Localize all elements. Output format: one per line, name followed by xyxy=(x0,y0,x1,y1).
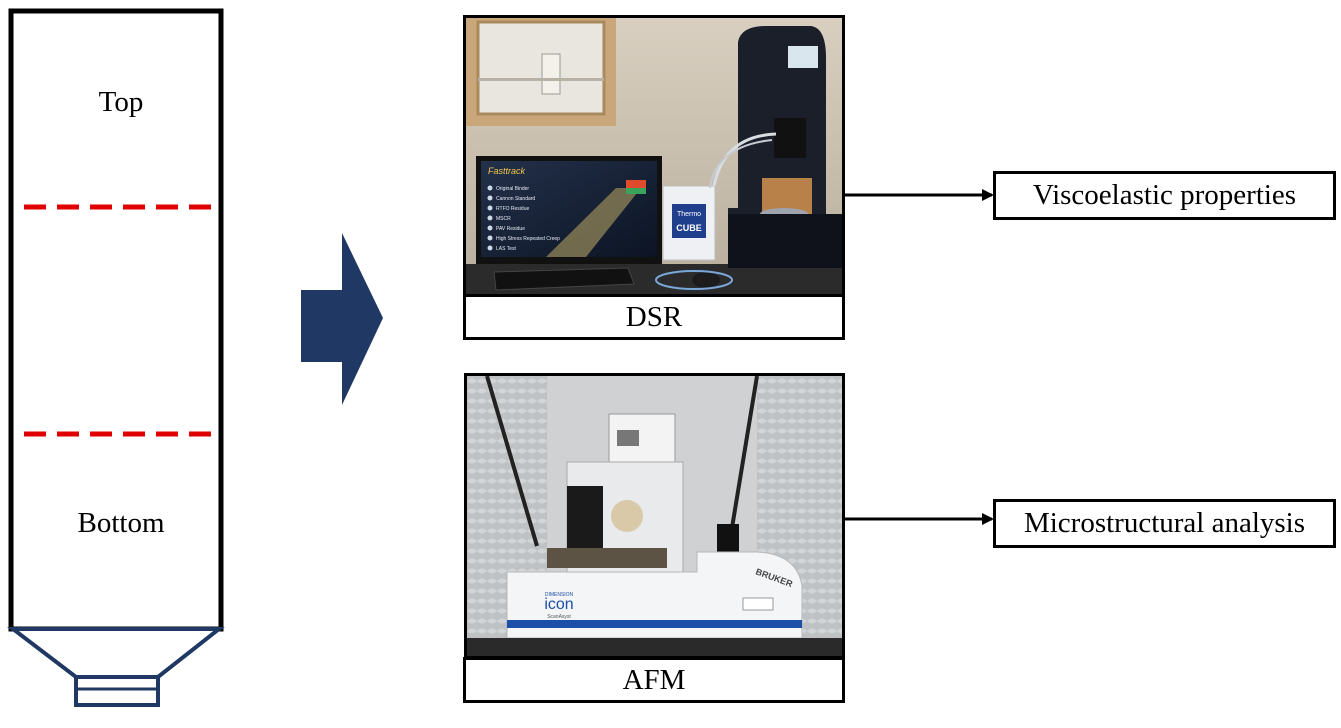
afm-scanner xyxy=(611,500,643,532)
tubing-2 xyxy=(709,139,773,189)
screen-swatch xyxy=(626,180,646,188)
screen-menu-item: High Stress Repeated Creep xyxy=(496,236,560,242)
afm-nameplate xyxy=(742,597,774,611)
rheometer-base xyxy=(728,214,842,268)
afm-stage xyxy=(547,548,667,568)
sample-stage xyxy=(762,178,812,214)
top-label: Top xyxy=(98,86,144,118)
afm-model-sub: ScanAsyst xyxy=(547,614,571,620)
afm-floor xyxy=(467,638,842,656)
screen-title: Fasttrack xyxy=(488,166,526,176)
bottom-label: Bottom xyxy=(77,507,165,539)
screen-menu-bullet xyxy=(487,185,493,191)
mousepad xyxy=(655,270,733,290)
tubing xyxy=(712,132,777,187)
cube-brand-2: CUBE xyxy=(676,223,702,233)
afm-photo: DIMENSION icon ScanAsyst BRUKER xyxy=(464,373,845,659)
screen-menu-bullet xyxy=(487,195,493,201)
screen-menu-bullet xyxy=(487,235,493,241)
screen-road xyxy=(546,188,641,257)
afm-model: icon xyxy=(544,596,573,613)
process-arrow xyxy=(301,233,383,405)
screen-menu-item: Original Binder xyxy=(496,186,529,192)
afm-stripe xyxy=(507,620,802,628)
rheometer-head xyxy=(774,118,806,158)
arrow-shape xyxy=(301,233,383,405)
mouse xyxy=(692,272,720,288)
screen-menu-item: Cannon Standard xyxy=(496,196,535,202)
afm-caption: AFM xyxy=(622,663,686,696)
cabinet-shelf xyxy=(478,78,604,81)
strut-left xyxy=(485,376,539,547)
afm-model-top: DIMENSION xyxy=(545,592,574,598)
cabinet-box xyxy=(541,53,561,95)
rheometer-display xyxy=(788,46,818,68)
screen-menu-item: RTFO Residue xyxy=(496,206,529,212)
afm-head xyxy=(567,486,603,556)
viscoelastic-box: Viscoelastic properties xyxy=(993,171,1336,220)
strut-right xyxy=(727,376,759,547)
keyboard xyxy=(493,267,635,291)
screen-menu-bullet xyxy=(487,205,493,211)
microstructural-box: Microstructural analysis xyxy=(993,499,1336,548)
afm-cup xyxy=(717,524,739,558)
sample-tube xyxy=(7,8,225,707)
screen-menu-item: MSCR xyxy=(496,216,511,222)
tube-body xyxy=(8,8,224,632)
screen-menu-bullet xyxy=(487,245,493,251)
cabinet-glass xyxy=(476,20,606,116)
cube-brand-1: Thermo xyxy=(677,211,701,218)
dsr-caption: DSR xyxy=(625,300,683,333)
microstructural-label: Microstructural analysis xyxy=(1023,507,1306,539)
afm-photo-drawing: DIMENSION icon ScanAsyst BRUKER xyxy=(467,376,842,656)
screen-swatch-2 xyxy=(626,188,646,194)
afm-body xyxy=(506,551,803,639)
screen-menu-bullet xyxy=(487,215,493,221)
tube-funnel xyxy=(7,627,225,679)
afm-caption-box: AFM xyxy=(463,657,845,703)
screen-menu-bullet xyxy=(487,225,493,231)
viscoelastic-label: Viscoelastic properties xyxy=(1032,179,1297,211)
poster-img xyxy=(617,430,639,446)
dsr-caption-box: DSR xyxy=(463,294,845,340)
screen-menu-item: LAS Test xyxy=(496,246,517,252)
cube-logo xyxy=(672,204,706,238)
screen-menu-item: PAV Residue xyxy=(496,226,525,232)
tube-cap xyxy=(74,675,160,707)
